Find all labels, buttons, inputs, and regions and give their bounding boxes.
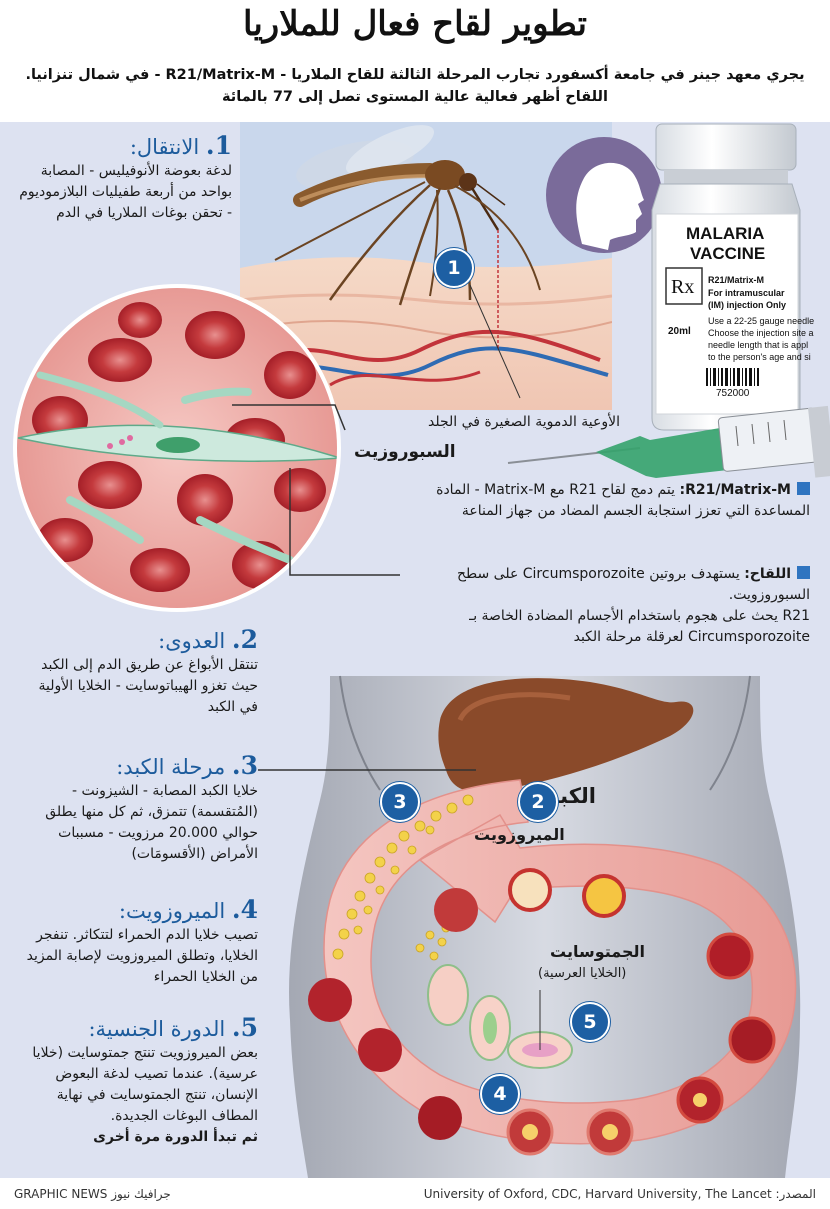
vial-title-2: VACCINE	[690, 244, 766, 263]
note-vaccine: اللقاح: يستهدف بروتين Circumsporozoite ع…	[400, 564, 810, 648]
note-r21-term: R21/Matrix-M:	[679, 482, 791, 498]
badge-3: 3	[380, 782, 420, 822]
gametocytes-label: الجمتوسايت	[550, 942, 645, 961]
badge-1: 1	[434, 248, 474, 288]
badge-4: 4	[480, 1074, 520, 1114]
step-5-text: بعض الميروزويت تنتج جمتوسايت (خلايا عرسي…	[32, 1045, 258, 1124]
step-5-bold-end: ثم تبدأ الدورة مرة أخرى	[93, 1129, 258, 1145]
vaccine-vial	[651, 123, 801, 431]
syringe	[507, 405, 830, 478]
step-1-text: لدغة بعوضة الأنوفيليس - المصابة بواحد من…	[19, 163, 232, 221]
sporozoites	[17, 371, 337, 564]
gametocyte-cells	[427, 964, 573, 1069]
step-2-number: 2.	[231, 625, 258, 654]
step-2: 2. العدوى: تنتقل الأبواغ عن طريق الدم إل…	[18, 625, 259, 718]
merozoite-label: الميروزويت	[474, 825, 565, 844]
vial-route-2: (IM) injection Only	[708, 300, 786, 310]
step-5: 5. الدورة الجنسية: بعض الميروزويت تنتج ج…	[18, 1014, 258, 1148]
sporozoite-label: السبوروزيت	[354, 442, 456, 462]
square-bullet-icon	[797, 566, 810, 579]
skin-vessels-label: الأوعية الدموية الصغيرة في الجلد	[427, 414, 620, 430]
step-5-number: 5.	[231, 1013, 258, 1042]
step-5-title: الدورة الجنسية:	[88, 1017, 226, 1041]
subtitle-line-2: اللقاح أظهر فعالية عالية المستوى تصل إلى…	[222, 89, 608, 105]
page-title: تطوير لقاح فعال للملاريا	[242, 4, 588, 44]
vial-product: R21/Matrix-M	[708, 275, 765, 285]
footer-brand: GRAPHIC NEWS جرافيك نيوز	[14, 1187, 171, 1201]
badge-5: 5	[570, 1002, 610, 1042]
vial-barcode-number: 752000	[716, 388, 750, 399]
step-1: 1. الانتقال: لدغة بعوضة الأنوفيليس - الم…	[18, 132, 232, 224]
infection-cycle	[308, 779, 797, 1156]
vial-route-1: For intramuscular	[708, 288, 785, 298]
blood-magnification-circle	[13, 284, 341, 612]
badge-2: 2	[518, 782, 558, 822]
step-3-title: مرحلة الكبد:	[116, 755, 226, 779]
step-4-text: تصيب خلايا الدم الحمراء لتتكاثر. تنفجر ا…	[26, 927, 258, 985]
step-2-title: العدوى:	[158, 629, 226, 653]
vial-volume: 20ml	[668, 326, 691, 337]
note-r21: R21/Matrix-M: يتم دمج لقاح R21 مع Matrix…	[400, 480, 810, 522]
vial-usage-4: to the person's age and si	[708, 352, 811, 362]
step-3-text: خلايا الكبد المصابة - الشيزونت - (المُتق…	[45, 783, 258, 862]
infected-red-cells	[308, 868, 776, 1156]
liver-illustration	[438, 678, 694, 793]
note-vaccine-term: اللقاح:	[744, 566, 791, 582]
note-vaccine-text-2: R21 يحث على هجوم باستخدام الأجسام المضاد…	[469, 608, 810, 645]
step-1-number: 1.	[205, 131, 232, 160]
mosquito-illustration	[274, 125, 541, 350]
gametocytes-sub-label: (الخلايا العرسية)	[538, 966, 627, 981]
step-3-number: 3.	[231, 751, 258, 780]
footer: GRAPHIC NEWS جرافيك نيوز المصدر: Univers…	[0, 1178, 830, 1209]
step-4-number: 4.	[231, 895, 258, 924]
vial-title-1: MALARIA	[686, 224, 765, 243]
step-1-title: الانتقال:	[129, 135, 200, 159]
note-r21-text: يتم دمج لقاح R21 مع Matrix-M - المادة ال…	[436, 482, 810, 519]
vial-usage-2: Choose the injection site a	[708, 328, 814, 338]
profile-silhouette-icon	[546, 137, 662, 253]
step-3: 3. مرحلة الكبد: خلايا الكبد المصابة - ال…	[18, 752, 258, 865]
rx-icon: Rx	[671, 276, 695, 298]
vial-usage-1: Use a 22-25 gauge needle	[708, 316, 815, 326]
barcode	[706, 368, 759, 386]
step-4-title: الميروزويت:	[118, 899, 226, 923]
merozoite-dots	[332, 794, 474, 961]
square-bullet-icon	[797, 482, 810, 495]
subtitle-line-1: يجري معهد جينر في جامعة أكسفورد تجارب ال…	[25, 67, 805, 83]
step-2-text: تنتقل الأبواغ عن طريق الدم إلى الكبد حيث…	[38, 657, 259, 715]
step-4: 4. الميروزويت: تصيب خلايا الدم الحمراء ل…	[18, 896, 258, 988]
vial-usage-3: needle length that is appl	[708, 340, 809, 350]
footer-source: المصدر: University of Oxford, CDC, Harva…	[423, 1187, 816, 1201]
subtitle: يجري معهد جينر في جامعة أكسفورد تجارب ال…	[20, 64, 810, 108]
note-vaccine-text: يستهدف بروتين Circumsporozoite على سطح ا…	[456, 566, 810, 603]
